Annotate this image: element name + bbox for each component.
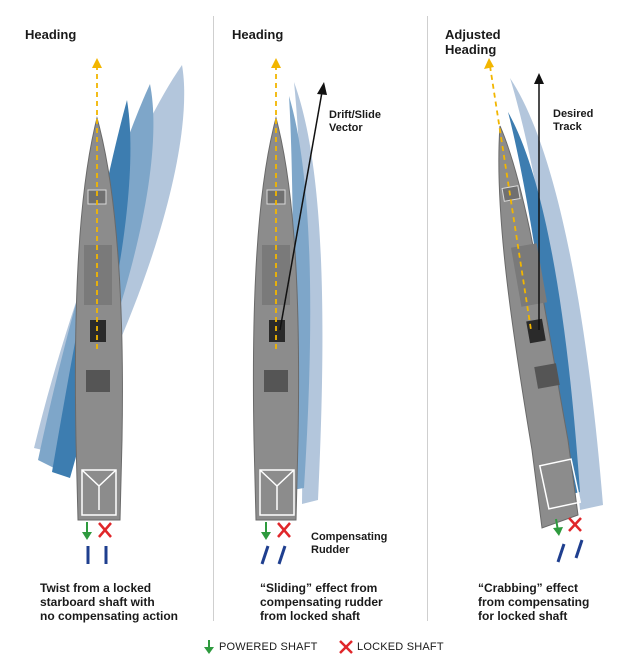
adjusted-heading-label: Adjusted Heading — [445, 27, 501, 57]
twist-diagram — [34, 58, 185, 564]
caption-line: from compensating — [478, 595, 590, 609]
panel-caption: “Sliding” effect from compensating rudde… — [260, 581, 383, 623]
panel-twist: Heading Twist from a locked starboard sh… — [0, 0, 213, 625]
heading-arrowhead — [271, 58, 281, 68]
drift-vector-arrowhead — [317, 82, 327, 95]
caption-line: starboard shaft with — [40, 595, 155, 609]
down-arrow-icon — [204, 640, 214, 654]
caption-line: for locked shaft — [478, 609, 568, 623]
desired-track-label: Desired Track — [553, 108, 594, 133]
caption-line: no compensating action — [40, 609, 179, 623]
powered-shaft-icon — [82, 522, 92, 540]
drift-vector-line — [279, 91, 323, 331]
caption-line: Twist from a locked — [40, 581, 152, 595]
compensating-rudder-label: Compensating Rudder — [311, 531, 388, 556]
powered-shaft-icon — [261, 522, 271, 540]
panel-divider — [427, 16, 428, 621]
caption-line: from locked shaft — [260, 609, 361, 623]
heading-arrowhead — [92, 58, 102, 68]
panel-crabbing: Adjusted Heading Desired Track “Crabbing… — [428, 0, 640, 625]
locked-shaft-icon — [568, 517, 582, 532]
propeller-shafts — [260, 545, 287, 565]
panel-caption: Twist from a locked starboard shaft with… — [40, 581, 178, 623]
crabbing-diagram — [484, 58, 603, 563]
caption-line: compensating rudder — [260, 595, 383, 609]
propeller-shafts — [86, 546, 108, 564]
locked-shaft-icon — [277, 522, 291, 538]
ship-hull — [74, 116, 123, 521]
heading-arrowhead — [484, 58, 494, 69]
locked-shaft-icon — [98, 522, 112, 538]
panel-sliding: Heading Drift/Slide Vector Compensating … — [214, 0, 427, 625]
caption-line: “Crabbing” effect — [478, 581, 579, 595]
panel-divider — [213, 16, 214, 621]
legend-powered-label: POWERED SHAFT — [219, 641, 318, 653]
drift-vector-label: Drift/Slide Vector — [329, 109, 381, 134]
legend-locked-label: LOCKED SHAFT — [357, 641, 444, 653]
sliding-diagram — [252, 58, 327, 565]
desired-track-arrowhead — [534, 73, 544, 84]
x-mark-icon — [339, 640, 353, 654]
caption-line: “Sliding” effect from — [260, 581, 378, 595]
powered-shaft-icon — [553, 518, 563, 536]
heading-label: Heading — [232, 27, 284, 42]
legend-locked: LOCKED SHAFT — [339, 639, 444, 655]
legend-powered: POWERED SHAFT — [203, 639, 318, 655]
panel-caption: “Crabbing” effect from compensating for … — [478, 581, 589, 623]
heading-label: Heading — [25, 27, 77, 42]
propeller-shafts — [556, 539, 584, 563]
